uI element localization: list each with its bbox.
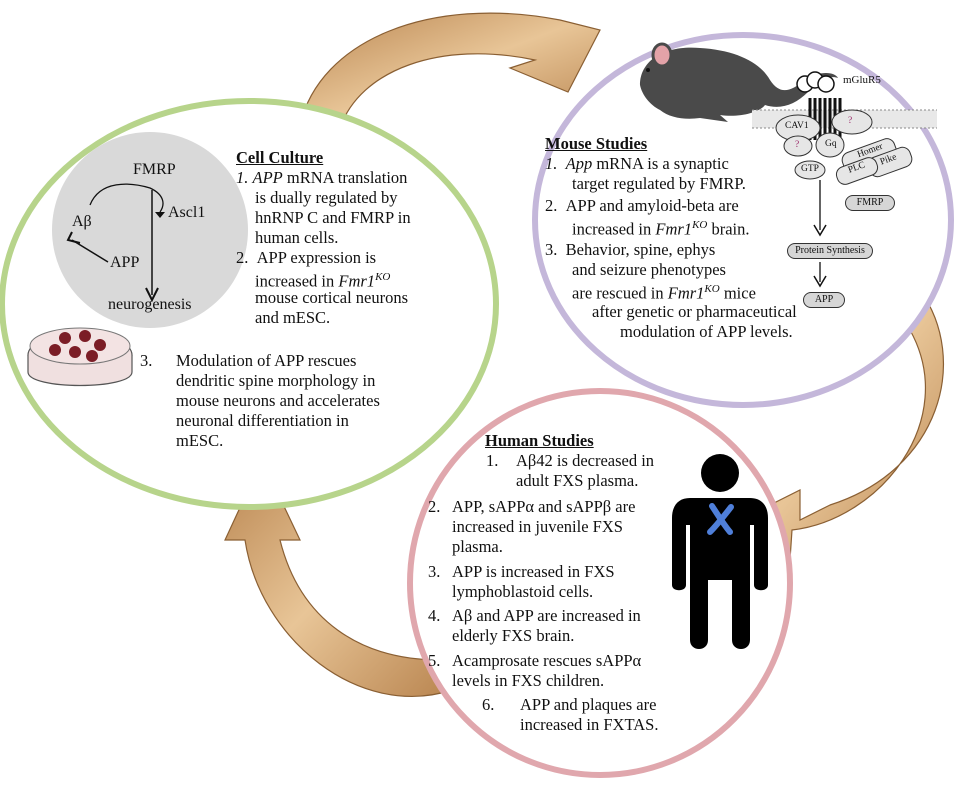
neurogenesis-label: neurogenesis (108, 296, 192, 313)
human-item5-line2: levels in FXS children. (452, 671, 605, 690)
mouse-item1-line1: 1. App mRNA is a synaptic (545, 154, 729, 173)
human-item5-line1: Acamprosate rescues sAPPα (452, 651, 642, 670)
cell-item1-line3: hnRNP C and FMRP in (255, 208, 411, 227)
arrow-cell-to-mouse (299, 12, 601, 129)
cell-item2-line4: and mESC. (255, 308, 331, 327)
arrow-human-to-cell (224, 458, 453, 697)
human-item2-line1: APP, sAPPα and sAPPβ are (452, 497, 636, 516)
mouse-item1-line2: target regulated by FMRP. (572, 174, 746, 193)
mouse-item3-line5: modulation of APP levels. (620, 322, 793, 341)
cell-culture-title: Cell Culture (236, 148, 324, 167)
cell-item3-line2: dendritic spine morphology in (176, 371, 376, 390)
gq-label: Gq (825, 139, 837, 149)
mouse-studies-title: Mouse Studies (545, 134, 648, 153)
cav1-label: CAV1 (785, 121, 809, 131)
cell-item3-line3: mouse neurons and accelerates (176, 391, 380, 410)
ascl1-label: Ascl1 (168, 204, 206, 221)
app-pill: APP (803, 292, 845, 308)
protein-synthesis-pill: Protein Synthesis (787, 243, 873, 259)
human-item3-num: 3. (428, 562, 441, 581)
human-item2-num: 2. (428, 497, 441, 516)
human-item6-line1: APP and plaques are (520, 695, 657, 714)
mouse-item3-line2: and seizure phenotypes (572, 260, 726, 279)
petri-dish-icon (27, 327, 133, 387)
human-item6-num: 6. (482, 695, 495, 714)
cell-item1-line2: is dually regulated by (255, 188, 398, 207)
cell-item2-line3: mouse cortical neurons (255, 288, 409, 307)
app-label: APP (110, 254, 140, 271)
cell-item1-line4: human cells. (255, 228, 339, 247)
human-item6-line2: increased in FXTAS. (520, 715, 659, 734)
human-item5-num: 5. (428, 651, 441, 670)
cell-item3-line4: neuronal differentiation in (176, 411, 349, 430)
question-mark-2: ? (848, 116, 853, 126)
human-item2-line3: plasma. (452, 537, 503, 556)
cell-item2-line2: increased in Fmr1KO (255, 271, 391, 291)
human-item1-num: 1. (486, 451, 499, 470)
human-item2-line2: increased in juvenile FXS (452, 517, 623, 536)
pathway-proteins (775, 109, 913, 185)
abeta-label: Aβ (72, 213, 92, 230)
cell-item3-num: 3. (140, 351, 153, 370)
mouse-item2-line1: 2. APP and amyloid-beta are (545, 196, 739, 215)
human-item3-line2: lymphoblastoid cells. (452, 582, 594, 601)
human-studies-title: Human Studies (485, 431, 594, 450)
human-item1-line2: adult FXS plasma. (516, 471, 639, 490)
cell-item3-line1: Modulation of APP rescues (176, 351, 357, 370)
fmrp-label: FMRP (133, 161, 176, 178)
cell-item1-line1: 1. APP mRNA translation (236, 168, 408, 187)
mouse-item3-line1: 3. Behavior, spine, ephys (545, 240, 716, 259)
human-item4-line2: elderly FXS brain. (452, 626, 575, 645)
cell-item2-line1: 2. APP expression is (236, 248, 377, 267)
human-studies-ring (407, 388, 793, 778)
mglur5-label: mGluR5 (843, 74, 881, 86)
human-item4-line1: Aβ and APP are increased in (452, 606, 641, 625)
cell-item3-line5: mESC. (176, 431, 224, 450)
mouse-item2-line2: increased in Fmr1KO brain. (572, 219, 750, 239)
human-item4-num: 4. (428, 606, 441, 625)
fmrp-pill: FMRP (845, 195, 895, 211)
person-icon (672, 454, 768, 649)
mouse-icon (640, 42, 838, 122)
mechanism-circle (52, 132, 248, 328)
chromosome-x-icon (707, 503, 734, 535)
mouse-item3-line4: after genetic or pharmaceutical (592, 302, 797, 321)
ascl1-arrowhead (155, 212, 165, 218)
question-mark-1: ? (795, 140, 800, 150)
mouse-item3-line3: are rescued in Fmr1KO mice (572, 283, 756, 303)
human-item1-line1: Aβ42 is decreased in (516, 451, 655, 470)
human-item3-line1: APP is increased in FXS (452, 562, 615, 581)
gtp-label: GTP (801, 164, 819, 174)
